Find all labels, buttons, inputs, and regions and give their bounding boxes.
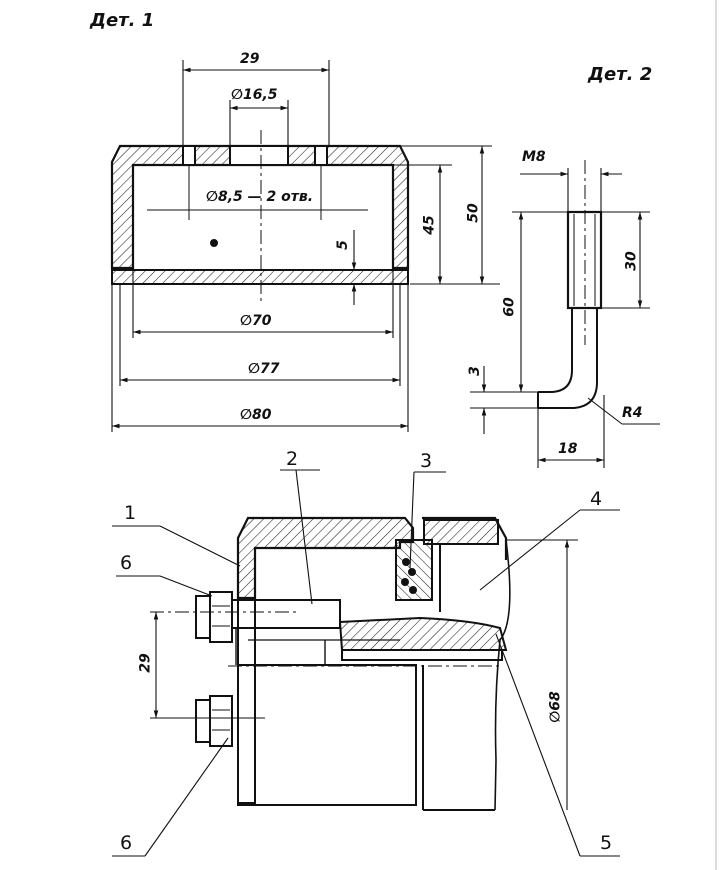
part2-dim-18: 18 xyxy=(558,441,578,457)
part1-dim-5: 5 xyxy=(334,240,351,250)
part2-dim-30: 30 xyxy=(623,251,640,271)
part1-dim-80: ∅80 xyxy=(240,407,272,423)
part2-title: Дет. 2 xyxy=(588,64,653,85)
part1-dim-16-5: ∅16,5 xyxy=(231,87,278,103)
part1-dim-70: ∅70 xyxy=(240,313,272,329)
callout-4: 4 xyxy=(590,488,603,510)
part2-dim-m8: M8 xyxy=(522,149,546,165)
assembly-cap-section xyxy=(236,516,415,600)
callout-1: 1 xyxy=(124,502,137,524)
part1-dimension-lines xyxy=(111,60,500,432)
callout-6-bottom: 6 xyxy=(120,832,133,854)
assembly-dimension-lines xyxy=(112,469,620,857)
part2-dim-r4: R4 xyxy=(622,405,643,421)
part2-dim-3: 3 xyxy=(466,366,483,376)
part1-dim-50: 50 xyxy=(465,203,482,223)
assembly-view xyxy=(150,516,511,811)
part1-dim-29: 29 xyxy=(240,51,260,67)
callout-2: 2 xyxy=(286,448,299,470)
callout-6-top: 6 xyxy=(120,552,133,574)
part1-cap-section xyxy=(110,144,410,270)
part1-dim-77: ∅77 xyxy=(248,361,280,377)
part2-dim-60: 60 xyxy=(501,297,518,317)
part1-dim-45: 45 xyxy=(421,215,438,235)
callout-5: 5 xyxy=(600,832,613,854)
part2-dimension-lines xyxy=(470,168,660,468)
callout-3: 3 xyxy=(420,450,433,472)
assembly-dim-29: 29 xyxy=(137,653,154,673)
part2-bolt xyxy=(537,160,603,409)
part1-holes-note: ∅8,5 — 2 отв. xyxy=(206,189,314,205)
assembly-dim-68: ∅68 xyxy=(547,691,564,723)
part1-title: Дет. 1 xyxy=(90,10,155,31)
part1-view xyxy=(110,130,410,305)
